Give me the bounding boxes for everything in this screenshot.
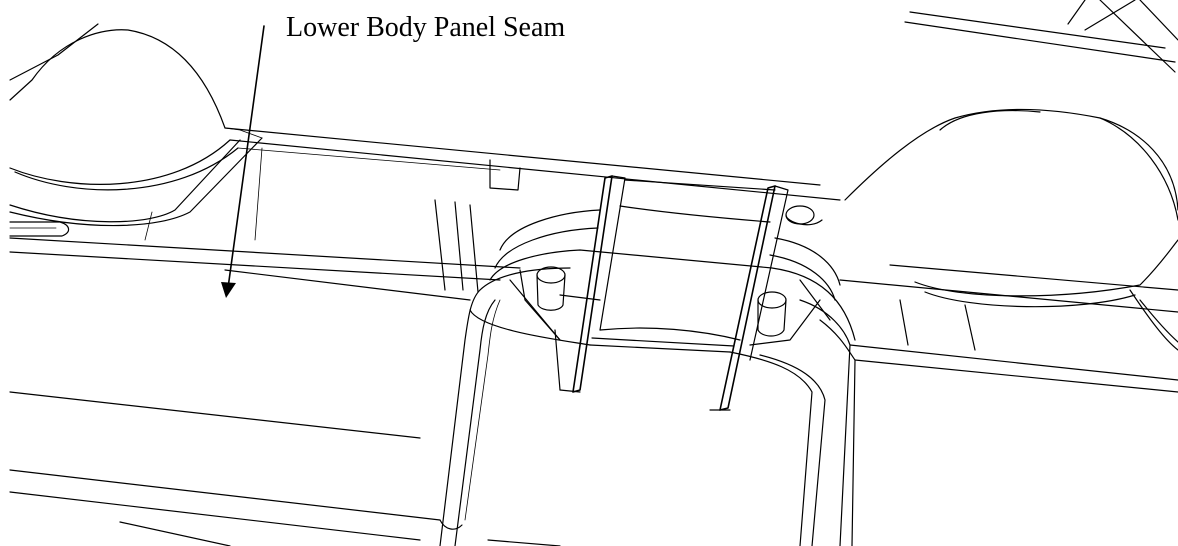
main-seams — [9, 147, 1178, 546]
center-bracket — [479, 175, 856, 411]
left-wheel-arch — [9, 23, 263, 191]
lower-channel — [439, 289, 856, 546]
upper-ledge — [9, 127, 841, 237]
callout-label: Lower Body Panel Seam — [286, 12, 565, 43]
leader-arrow — [221, 25, 265, 298]
top-right-structure — [904, 0, 1178, 73]
right-wheel-arch — [844, 108, 1178, 351]
